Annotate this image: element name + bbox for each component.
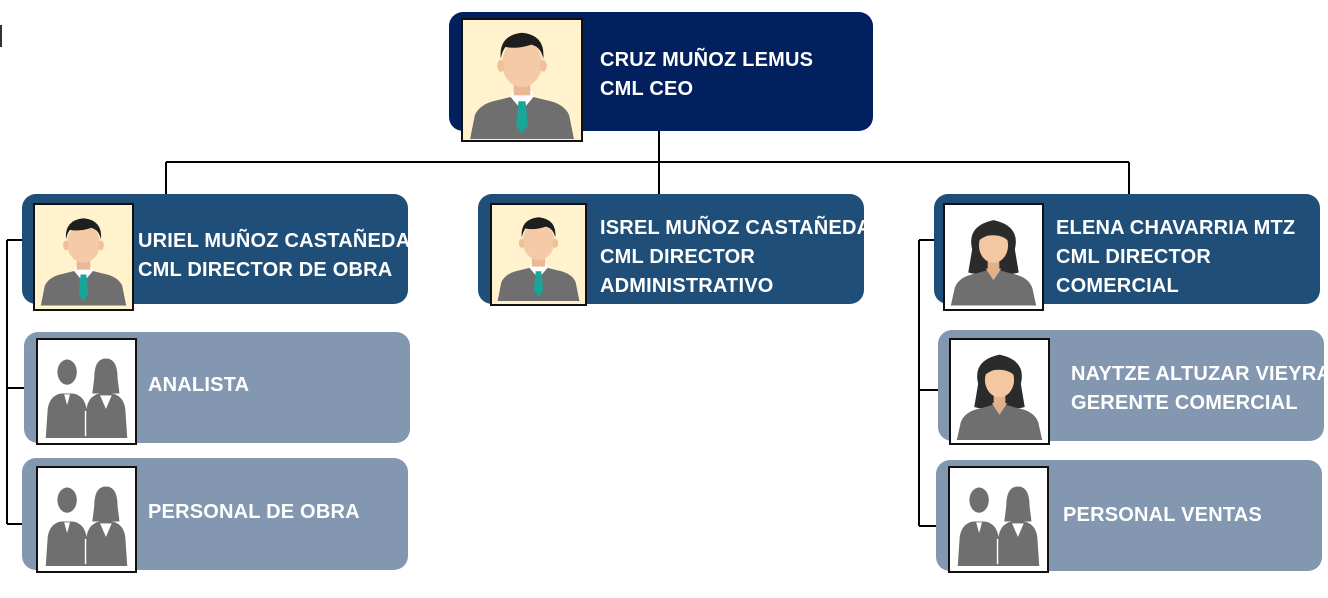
director-comercial-role-line2: COMERCIAL — [1056, 275, 1179, 297]
director-administrativo-name: ISREL MUÑOZ CASTAÑEDA — [600, 217, 872, 239]
director-administrativo-role-line2: ADMINISTRATIVO — [600, 275, 774, 297]
ceo-node: CRUZ MUÑOZ LEMUS CML CEO — [449, 12, 873, 142]
director-obra-text: URIEL MUÑOZ CASTAÑEDA CML DIRECTOR DE OB… — [138, 227, 410, 285]
director-comercial-text: ELENA CHAVARRIA MTZ CML DIRECTOR COMERCI… — [1056, 214, 1295, 301]
ceo-name: CRUZ MUÑOZ LEMUS — [600, 49, 814, 71]
director-comercial-name: ELENA CHAVARRIA MTZ — [1056, 217, 1296, 239]
director-administrativo-role-line1: CML DIRECTOR — [600, 246, 755, 268]
staff-personal-ventas-label: PERSONAL VENTAS — [1063, 504, 1262, 526]
businessman-icon — [33, 203, 134, 311]
director-obra-role: CML DIRECTOR DE OBRA — [138, 259, 393, 281]
staff-analista-label: ANALISTA — [148, 374, 250, 396]
team-silhouette-icon — [36, 466, 137, 573]
staff-gerente-comercial-name: NAYTZE ALTUZAR VIEYRA — [1071, 363, 1328, 385]
director-comercial-role-line1: CML DIRECTOR — [1056, 246, 1211, 268]
team-silhouette-icon — [36, 338, 137, 445]
staff-node-gerente-comercial: NAYTZE ALTUZAR VIEYRA GERENTE COMERCIAL — [938, 330, 1328, 445]
businessman-icon — [461, 18, 583, 142]
staff-node-personal-ventas: PERSONAL VENTAS — [936, 460, 1322, 573]
businesswoman-icon — [949, 338, 1050, 445]
staff-gerente-comercial-text: NAYTZE ALTUZAR VIEYRA GERENTE COMERCIAL — [1071, 360, 1328, 418]
staff-personal-obra-label: PERSONAL DE OBRA — [148, 501, 360, 523]
staff-gerente-comercial-role: GERENTE COMERCIAL — [1071, 392, 1298, 414]
businesswoman-icon — [943, 203, 1044, 311]
director-obra-name: URIEL MUÑOZ CASTAÑEDA — [138, 230, 411, 252]
director-node-obra: URIEL MUÑOZ CASTAÑEDA CML DIRECTOR DE OB… — [22, 194, 410, 311]
director-node-administrativo: ISREL MUÑOZ CASTAÑEDA CML DIRECTOR ADMIN… — [478, 194, 871, 306]
businessman-icon — [490, 203, 587, 306]
team-silhouette-icon — [948, 466, 1049, 573]
director-node-comercial: ELENA CHAVARRIA MTZ CML DIRECTOR COMERCI… — [934, 194, 1320, 311]
staff-node-personal-obra: PERSONAL DE OBRA — [22, 458, 408, 573]
director-administrativo-text: ISREL MUÑOZ CASTAÑEDA CML DIRECTOR ADMIN… — [600, 214, 871, 301]
ceo-role: CML CEO — [600, 78, 694, 100]
edge-marker — [0, 25, 2, 47]
ceo-text: CRUZ MUÑOZ LEMUS CML CEO — [600, 46, 813, 104]
staff-node-analista: ANALISTA — [24, 332, 410, 445]
